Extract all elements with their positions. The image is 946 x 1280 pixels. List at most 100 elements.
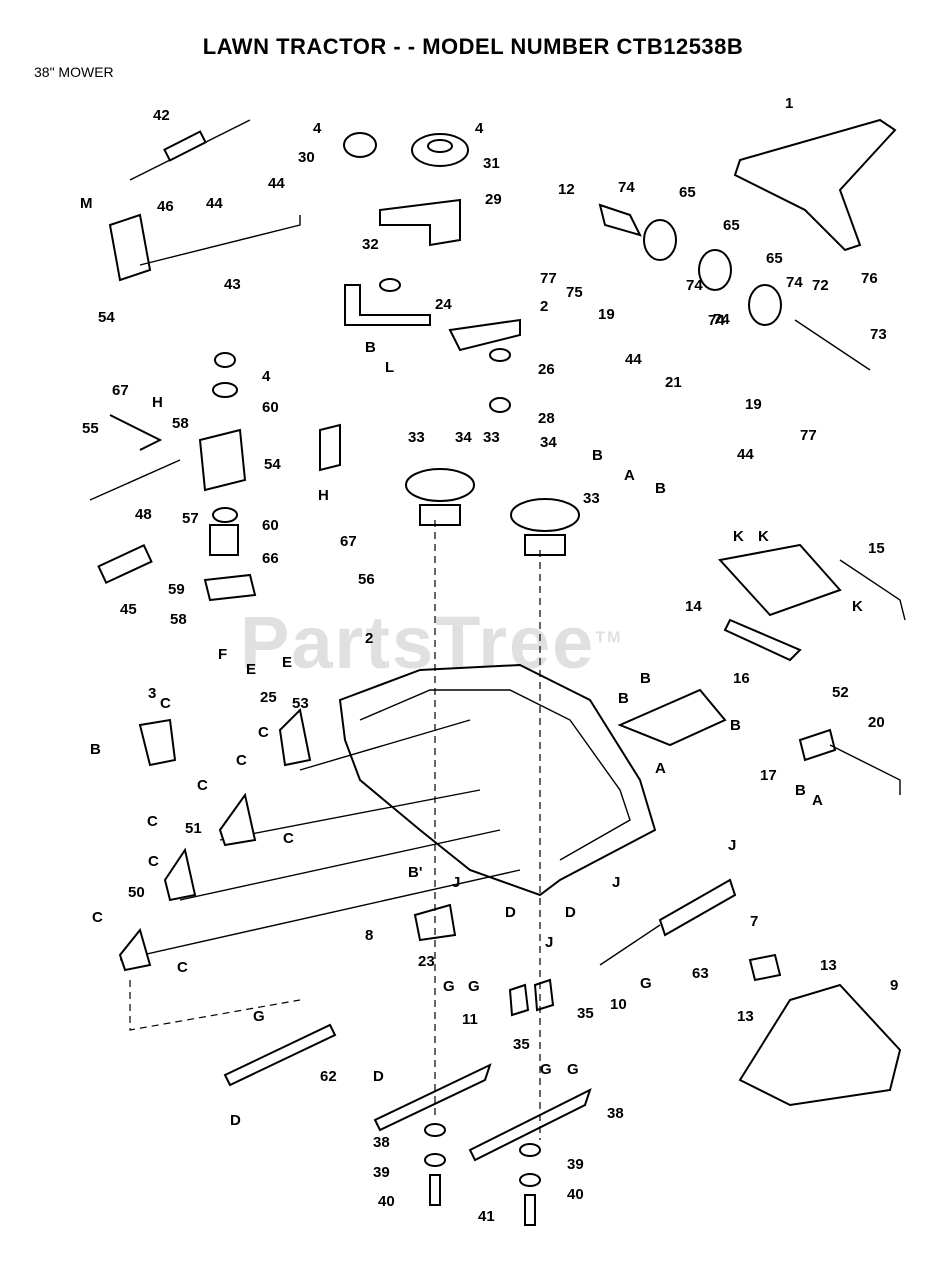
bracket-35-right [533,978,555,1012]
callout-23: 8 [365,927,373,944]
callout-A-a: A [624,467,635,484]
callout-G-d: 35 [513,1036,530,1053]
callout-75: 75 [566,284,583,301]
callout-A-b: B [640,670,651,687]
drive-belt [733,118,897,252]
callout-43: 43 [224,276,241,293]
callout-D-d: D [230,1112,241,1129]
arm-7 [658,878,737,937]
watermark-logo: PartsTreeTM [240,600,622,685]
callout-59: 59 [168,581,185,598]
callout-28: 28 [538,410,555,427]
deck-rod-4 [119,869,521,961]
callout-B-prime: A [812,792,823,809]
callout-4-b: 4 [475,120,484,137]
deck-rod-2 [219,789,481,841]
callout-57: 57 [182,510,199,527]
washer-39-left [424,1123,446,1137]
callout-10: G [640,975,652,992]
bracket-24 [344,284,431,326]
shaft-73 [794,319,871,371]
callout-40-b: 40 [567,1186,584,1203]
callout-56: 56 [358,571,375,588]
callout-45: 45 [120,601,137,618]
callout-44-b: 44 [206,195,223,212]
deck-rod-1 [299,719,471,771]
callout-44-c: 44 [625,351,642,368]
callout-B-g: 17 [760,767,777,784]
callout-3: B [730,717,741,734]
callout-12: 12 [558,181,575,198]
callout-77-a: 77 [540,270,557,287]
callout-76: 76 [861,270,878,287]
callout-7: J [728,837,736,854]
callout-21: 21 [665,374,682,391]
bracket-57 [198,428,247,492]
callout-55: 55 [82,420,99,437]
rod-48 [89,459,181,501]
bracket-53 [278,707,312,767]
callout-16: 16 [733,670,750,687]
callout-50: C [147,813,158,830]
callout-19-a: 19 [598,306,615,323]
bracket-25 [138,718,177,767]
callout-58-b: 58 [170,611,187,628]
callout-72: 72 [812,277,829,294]
callout-74-b: 74 [686,277,703,294]
callout-G-f: G [567,1061,579,1078]
spacer-66 [209,524,239,556]
bolt-41-right [524,1194,536,1226]
callout-65-b: 65 [723,217,740,234]
callout-C-h: C [92,909,103,926]
washer-39-right [519,1143,541,1157]
callout-38-b: 38 [607,1105,624,1122]
callout-77-b: 77 [800,427,817,444]
rod-15 [839,559,906,621]
callout-J-d: J [545,934,553,951]
callout-66: 66 [262,550,279,567]
washer-26 [489,348,511,362]
pulley-65-a [643,219,677,261]
callout-15: 15 [868,540,885,557]
callout-74-d: 74 [786,274,803,291]
callout-41-b: 41 [478,1208,495,1225]
watermark-trademark: TM [595,629,623,647]
callout-C-c: C [236,752,247,769]
callout-J-c: D [505,904,516,921]
callout-29: 29 [485,191,502,208]
callout-C-i: C [160,695,171,712]
callout-D-b: D [565,904,576,921]
hanger-3 [617,688,727,747]
callout-62: G [253,1008,265,1025]
callout-48: 48 [135,506,152,523]
callout-30: 30 [298,149,315,166]
callout-65-c: 65 [766,250,783,267]
callout-73: 73 [870,326,887,343]
spring-55 [109,414,163,451]
callout-11: 9 [890,977,898,994]
callout-60-b: 60 [262,517,279,534]
guide-line-3 [129,980,301,1031]
spindle-housing-right [524,534,566,556]
callout-13-a: 63 [692,965,709,982]
nut-4-mid [214,352,236,368]
bracket-59 [203,573,257,602]
callout-65-a: 65 [679,184,696,201]
callout-G-a: 23 [418,953,435,970]
callout-B-b: B [592,447,603,464]
callout-L: L [385,359,394,376]
callout-46: 46 [157,198,174,215]
discharge-chute-11 [738,983,902,1107]
callout-67-b: 67 [340,533,357,550]
bracket-46 [108,213,152,282]
callout-B-d: B [618,690,629,707]
callout-24: 24 [435,296,452,313]
callout-39-a: 38 [373,1134,390,1151]
callout-E-a: E [246,661,256,678]
blade-38-left [373,1063,492,1132]
spindle-pulley-34-left [405,468,475,502]
callout-K-b: K [758,528,769,545]
deck-inner [359,689,631,861]
callout-63: 10 [610,996,627,1013]
